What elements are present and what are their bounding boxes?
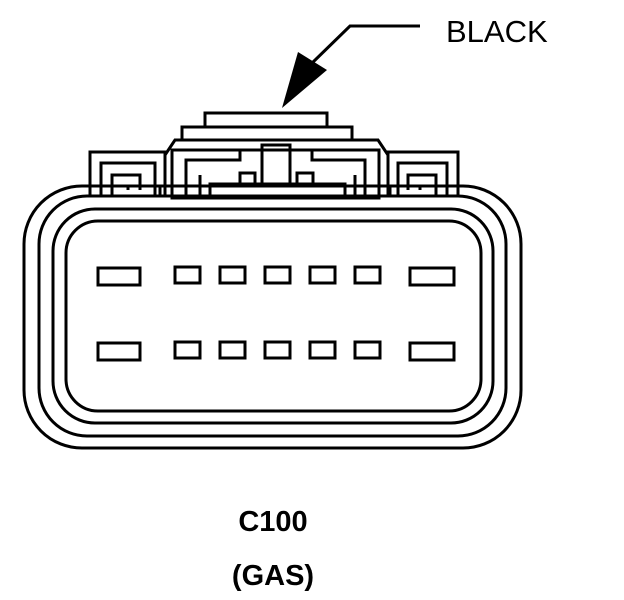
terminal-cavities — [96, 265, 456, 362]
terminal-cavity — [263, 265, 292, 285]
terminal-cavity — [96, 266, 142, 287]
connector-latch — [163, 111, 390, 156]
terminal-cavity — [263, 340, 292, 360]
callout-arrowhead — [282, 52, 327, 108]
terminal-cavity — [308, 340, 337, 360]
connector-shoulders — [88, 150, 460, 197]
terminal-cavity — [218, 265, 247, 285]
color-callout-leader — [282, 24, 420, 108]
connector-type-label: (GAS) — [231, 560, 315, 592]
terminal-cavity — [408, 266, 456, 287]
terminal-cavity — [173, 265, 202, 285]
latch-detail — [170, 143, 381, 200]
terminal-cavity — [408, 341, 456, 362]
connector-id-label: C100 — [238, 506, 308, 538]
terminal-cavity — [218, 340, 247, 360]
terminal-cavity — [173, 340, 202, 360]
terminal-cavity — [353, 340, 382, 360]
connector-housing — [22, 184, 523, 450]
terminal-cavity — [353, 265, 382, 285]
connector-color-label: BLACK — [446, 14, 548, 49]
terminal-cavity — [96, 341, 142, 362]
terminal-cavity — [308, 265, 337, 285]
callout-line — [308, 24, 420, 67]
